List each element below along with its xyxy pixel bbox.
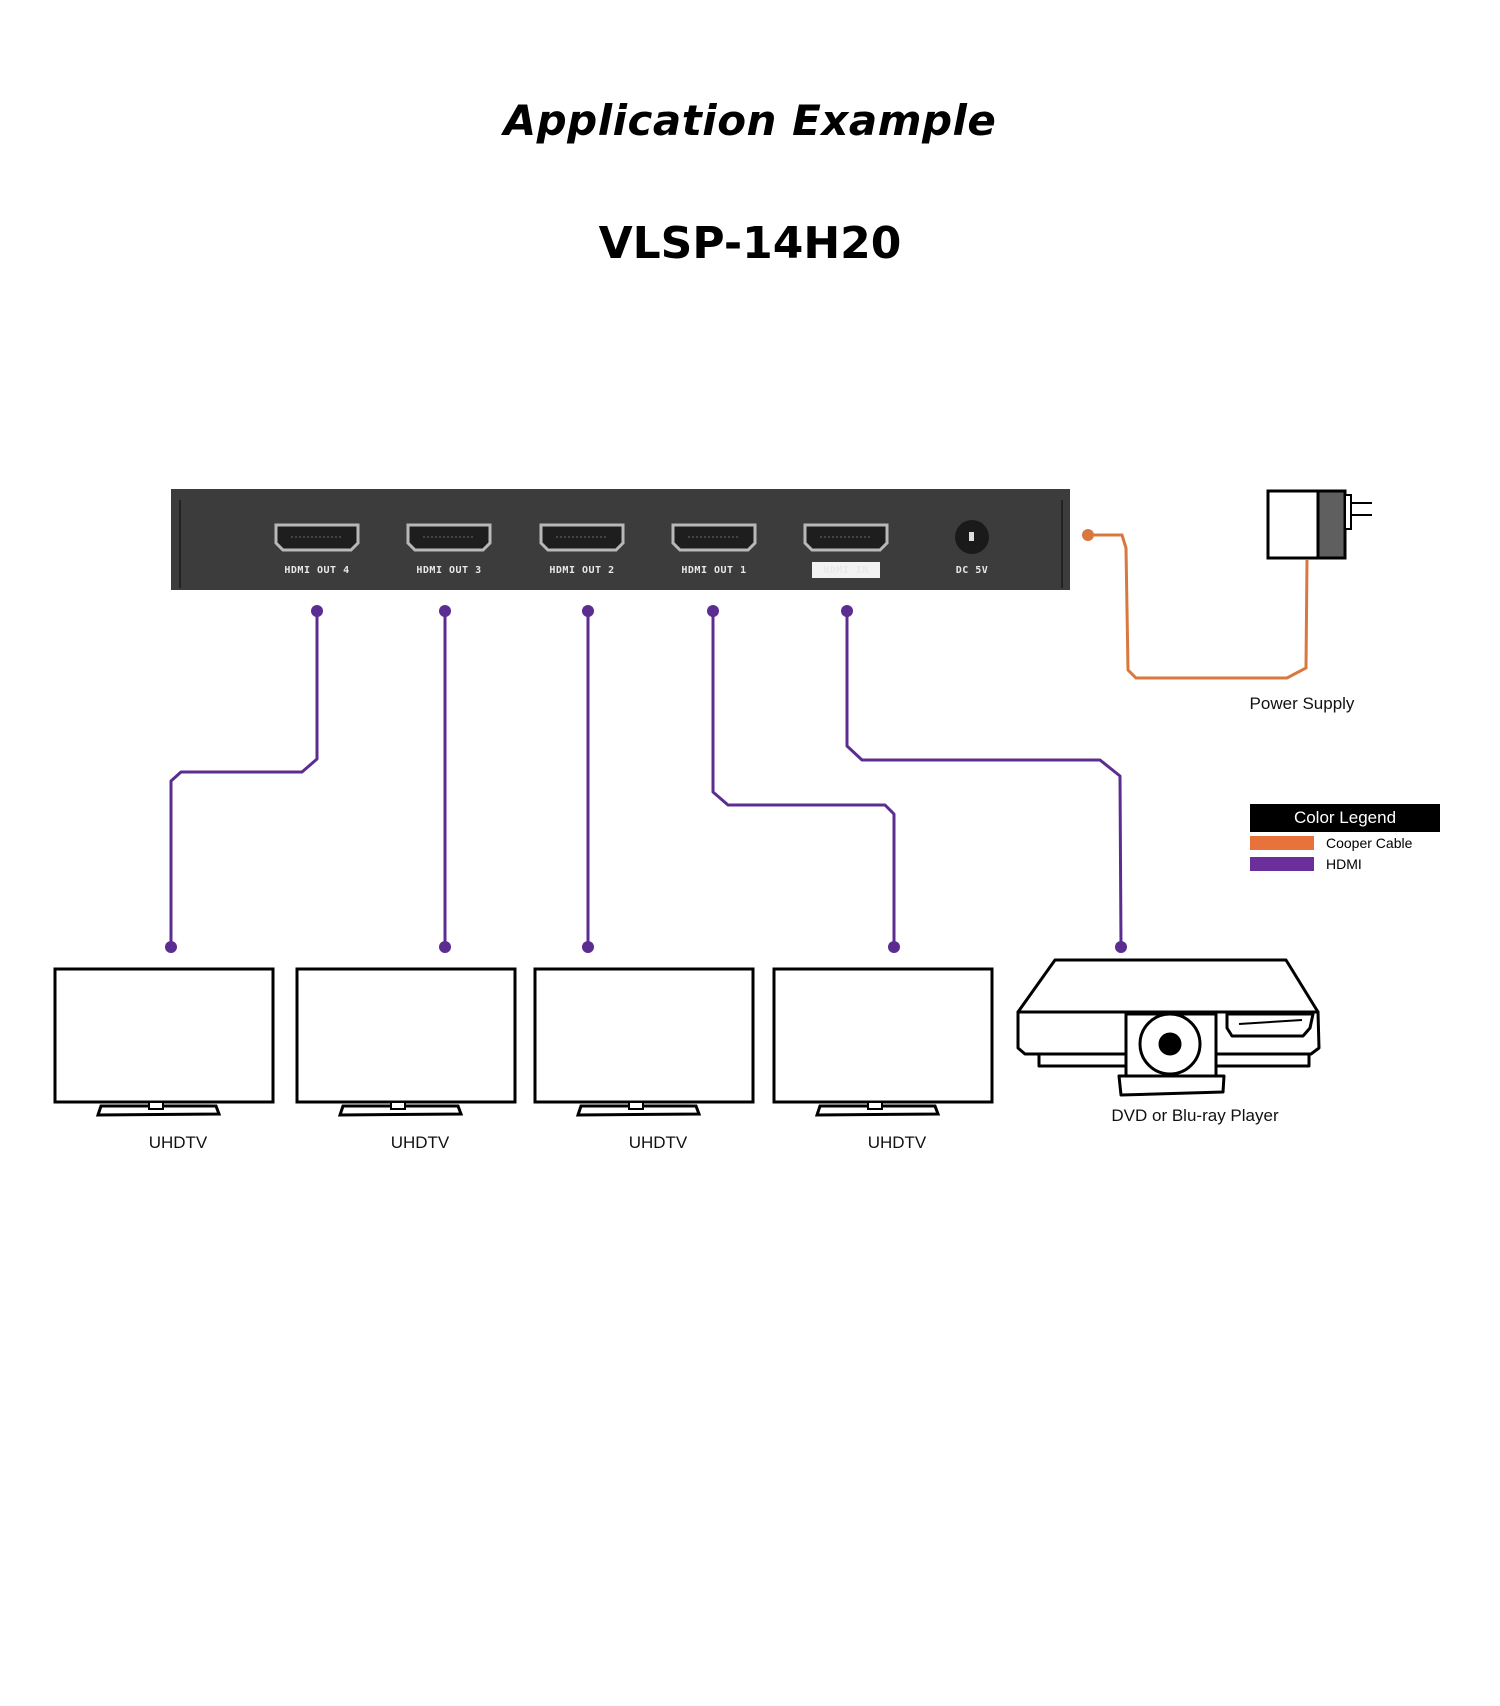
hdmi-port-in: HDMI IN xyxy=(803,523,889,578)
port-label: HDMI OUT 2 xyxy=(549,565,614,576)
cable-endpoint-dot xyxy=(439,605,451,617)
port-label: HDMI OUT 4 xyxy=(284,565,349,576)
hdmi-port-out3: HDMI OUT 3 xyxy=(406,523,492,576)
display-panel xyxy=(1225,1012,1315,1038)
splitter-device: HDMI OUT 4 HDMI OUT 3 HDMI OUT 2 HDMI OUT 1… xyxy=(171,489,1070,590)
port-label: HDMI OUT 3 xyxy=(416,565,481,576)
legend-swatch-hdmi xyxy=(1250,857,1314,871)
cable-endpoint-dot xyxy=(582,605,594,617)
tv-stand-neck xyxy=(628,1101,644,1110)
uhdtv: UHDTV xyxy=(295,967,517,1152)
tv-screen xyxy=(533,967,755,1104)
hdmi-port-out2: HDMI OUT 2 xyxy=(539,523,625,576)
tv-screen xyxy=(772,967,994,1104)
dc-port-label: DC 5V xyxy=(956,565,989,576)
hdmi-cable-in xyxy=(845,611,1123,948)
cable-endpoint-dot xyxy=(311,605,323,617)
cable-endpoint-dot xyxy=(707,605,719,617)
legend-label: Cooper Cable xyxy=(1326,835,1413,851)
tv-label: UHDTV xyxy=(391,1133,450,1152)
uhdtv: UHDTV xyxy=(772,967,994,1152)
tv-label: UHDTV xyxy=(868,1133,927,1152)
tv-label: UHDTV xyxy=(149,1133,208,1152)
power-cable-endpoint-dot xyxy=(1082,529,1094,541)
port-label: HDMI OUT 1 xyxy=(681,565,746,576)
player-top xyxy=(1016,958,1320,1014)
cable-endpoint-dot xyxy=(582,941,594,953)
tv-label: UHDTV xyxy=(629,1133,688,1152)
player-label: DVD or Blu-ray Player xyxy=(1111,1106,1279,1125)
dvd-bluray-player xyxy=(1016,958,1321,1097)
dc-jack-pin xyxy=(969,532,974,541)
cable-endpoint-dot xyxy=(841,605,853,617)
adapter-prong-base xyxy=(1344,494,1352,530)
power-supply-adapter xyxy=(1266,489,1372,560)
legend-label: HDMI xyxy=(1326,856,1362,872)
adapter-body xyxy=(1266,489,1320,560)
tv-screen xyxy=(53,967,275,1104)
uhdtv: UHDTV xyxy=(53,967,275,1152)
dc-power-port: DC 5V xyxy=(955,520,989,576)
disc-hole xyxy=(1158,1032,1182,1056)
tv-stand xyxy=(337,1104,464,1117)
hdmi-cable-out1 xyxy=(711,611,896,947)
cable-endpoint-dot xyxy=(439,941,451,953)
model-title: VLSP-14H20 xyxy=(598,218,902,269)
tv-stand xyxy=(814,1104,941,1117)
tv-stand-neck xyxy=(867,1101,883,1110)
legend-title: Color Legend xyxy=(1250,804,1440,832)
power-supply-label: Power Supply xyxy=(1250,694,1355,713)
tv-stand-neck xyxy=(390,1101,406,1110)
legend-item-copper: Cooper Cable xyxy=(1250,833,1440,853)
hdmi-port-out4: HDMI OUT 4 xyxy=(274,523,360,576)
tray-lip xyxy=(1117,1074,1226,1097)
uhdtv: UHDTV xyxy=(533,967,755,1152)
tv-screen xyxy=(295,967,517,1104)
cable-endpoint-dot xyxy=(165,941,177,953)
legend-swatch-copper xyxy=(1250,836,1314,850)
tv-stand xyxy=(575,1104,702,1117)
hdmi-port-out1: HDMI OUT 1 xyxy=(671,523,757,576)
adapter-plug-side xyxy=(1316,489,1347,560)
legend-item-hdmi: HDMI xyxy=(1250,854,1440,874)
hdmi-cable-out4 xyxy=(169,611,319,947)
port-label: HDMI IN xyxy=(823,565,869,576)
tv-stand-neck xyxy=(148,1101,164,1110)
cable-endpoint-dot xyxy=(888,941,900,953)
port-label-highlight xyxy=(812,562,880,578)
display-slot xyxy=(1238,1019,1303,1025)
cable-endpoint-dot xyxy=(1115,941,1127,953)
tv-stand xyxy=(95,1104,222,1117)
copper-power-cable xyxy=(1088,533,1309,680)
page-title: Application Example xyxy=(503,96,997,145)
color-legend: Color Legend Cooper Cable HDMI xyxy=(1250,804,1440,874)
